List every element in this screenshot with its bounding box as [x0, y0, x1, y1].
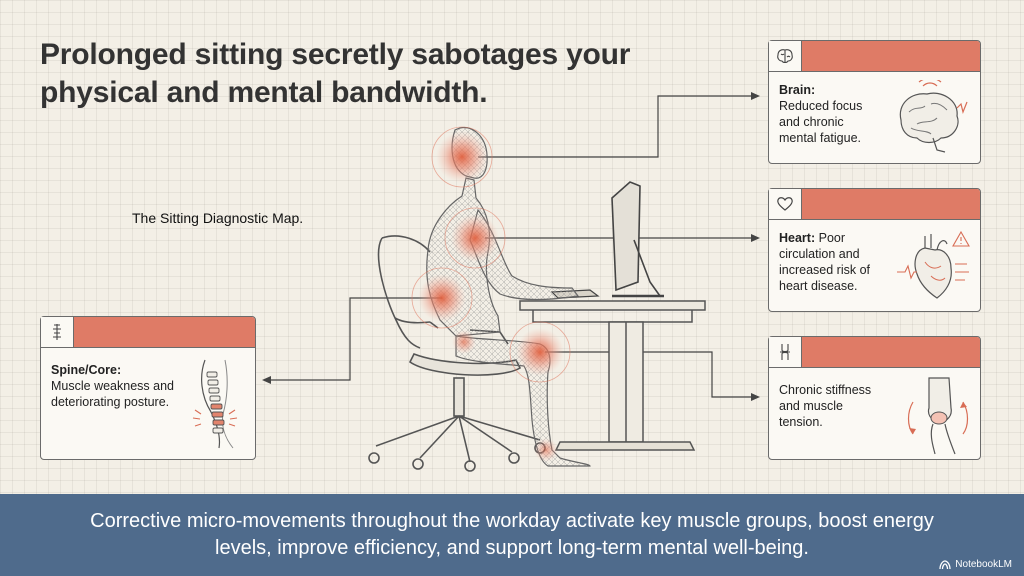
diagram-subtitle: The Sitting Diagnostic Map.: [132, 210, 304, 226]
brain-label: Brain:: [779, 83, 816, 97]
card-header: [769, 189, 980, 220]
notebooklm-brand: NotebookLM: [939, 559, 1012, 570]
brain-icon: [769, 41, 802, 71]
card-accent-band: [802, 337, 980, 367]
spine-core-card: Spine/Core: Muscle weakness and deteriora…: [40, 316, 256, 460]
spine-description: Muscle weakness and deteriorating postur…: [51, 379, 174, 409]
footer-message: Corrective micro-movements throughout th…: [90, 510, 934, 559]
connector-arrowheads: [262, 92, 760, 401]
card-header: [769, 337, 980, 368]
footer-banner: Corrective micro-movements throughout th…: [0, 494, 1024, 576]
knee-description: Chronic stiffness and muscle tension.: [779, 383, 872, 429]
card-header: [41, 317, 255, 348]
brain-card: Brain: Reduced focus and chronic mental f…: [768, 40, 981, 164]
knee-joint-icon: [769, 337, 802, 367]
brain-description: Reduced focus and chronic mental fatigue…: [779, 99, 863, 145]
spine-illustration: [192, 359, 238, 449]
brain-illustration: [899, 80, 968, 153]
sitting-diagram-illustration: [262, 92, 760, 472]
heart-label: Heart:: [779, 231, 816, 245]
pain-hotspots: [411, 126, 571, 462]
page-title: Prolonged sitting secretly sabotages you…: [40, 38, 631, 109]
card-accent-band: [802, 189, 980, 219]
standing-desk: [519, 300, 706, 451]
anatomical-heart-illustration: [897, 230, 970, 299]
card-accent-band: [74, 317, 255, 347]
monitor: [611, 181, 664, 298]
notebooklm-logo-icon: [939, 559, 951, 569]
heart-description: Poor circulation and increased risk of h…: [779, 231, 871, 293]
card-header: [769, 41, 980, 72]
spine-label: Spine/Core:: [51, 363, 122, 377]
spine-icon: [41, 317, 74, 347]
heart-icon: [769, 189, 802, 219]
brand-label: NotebookLM: [955, 559, 1012, 570]
knee-joint-illustration: [907, 377, 969, 455]
heart-card: Heart: Poor circulation and increased ri…: [768, 188, 981, 312]
card-accent-band: [802, 41, 980, 71]
knee-card: Chronic stiffness and muscle tension.: [768, 336, 981, 460]
